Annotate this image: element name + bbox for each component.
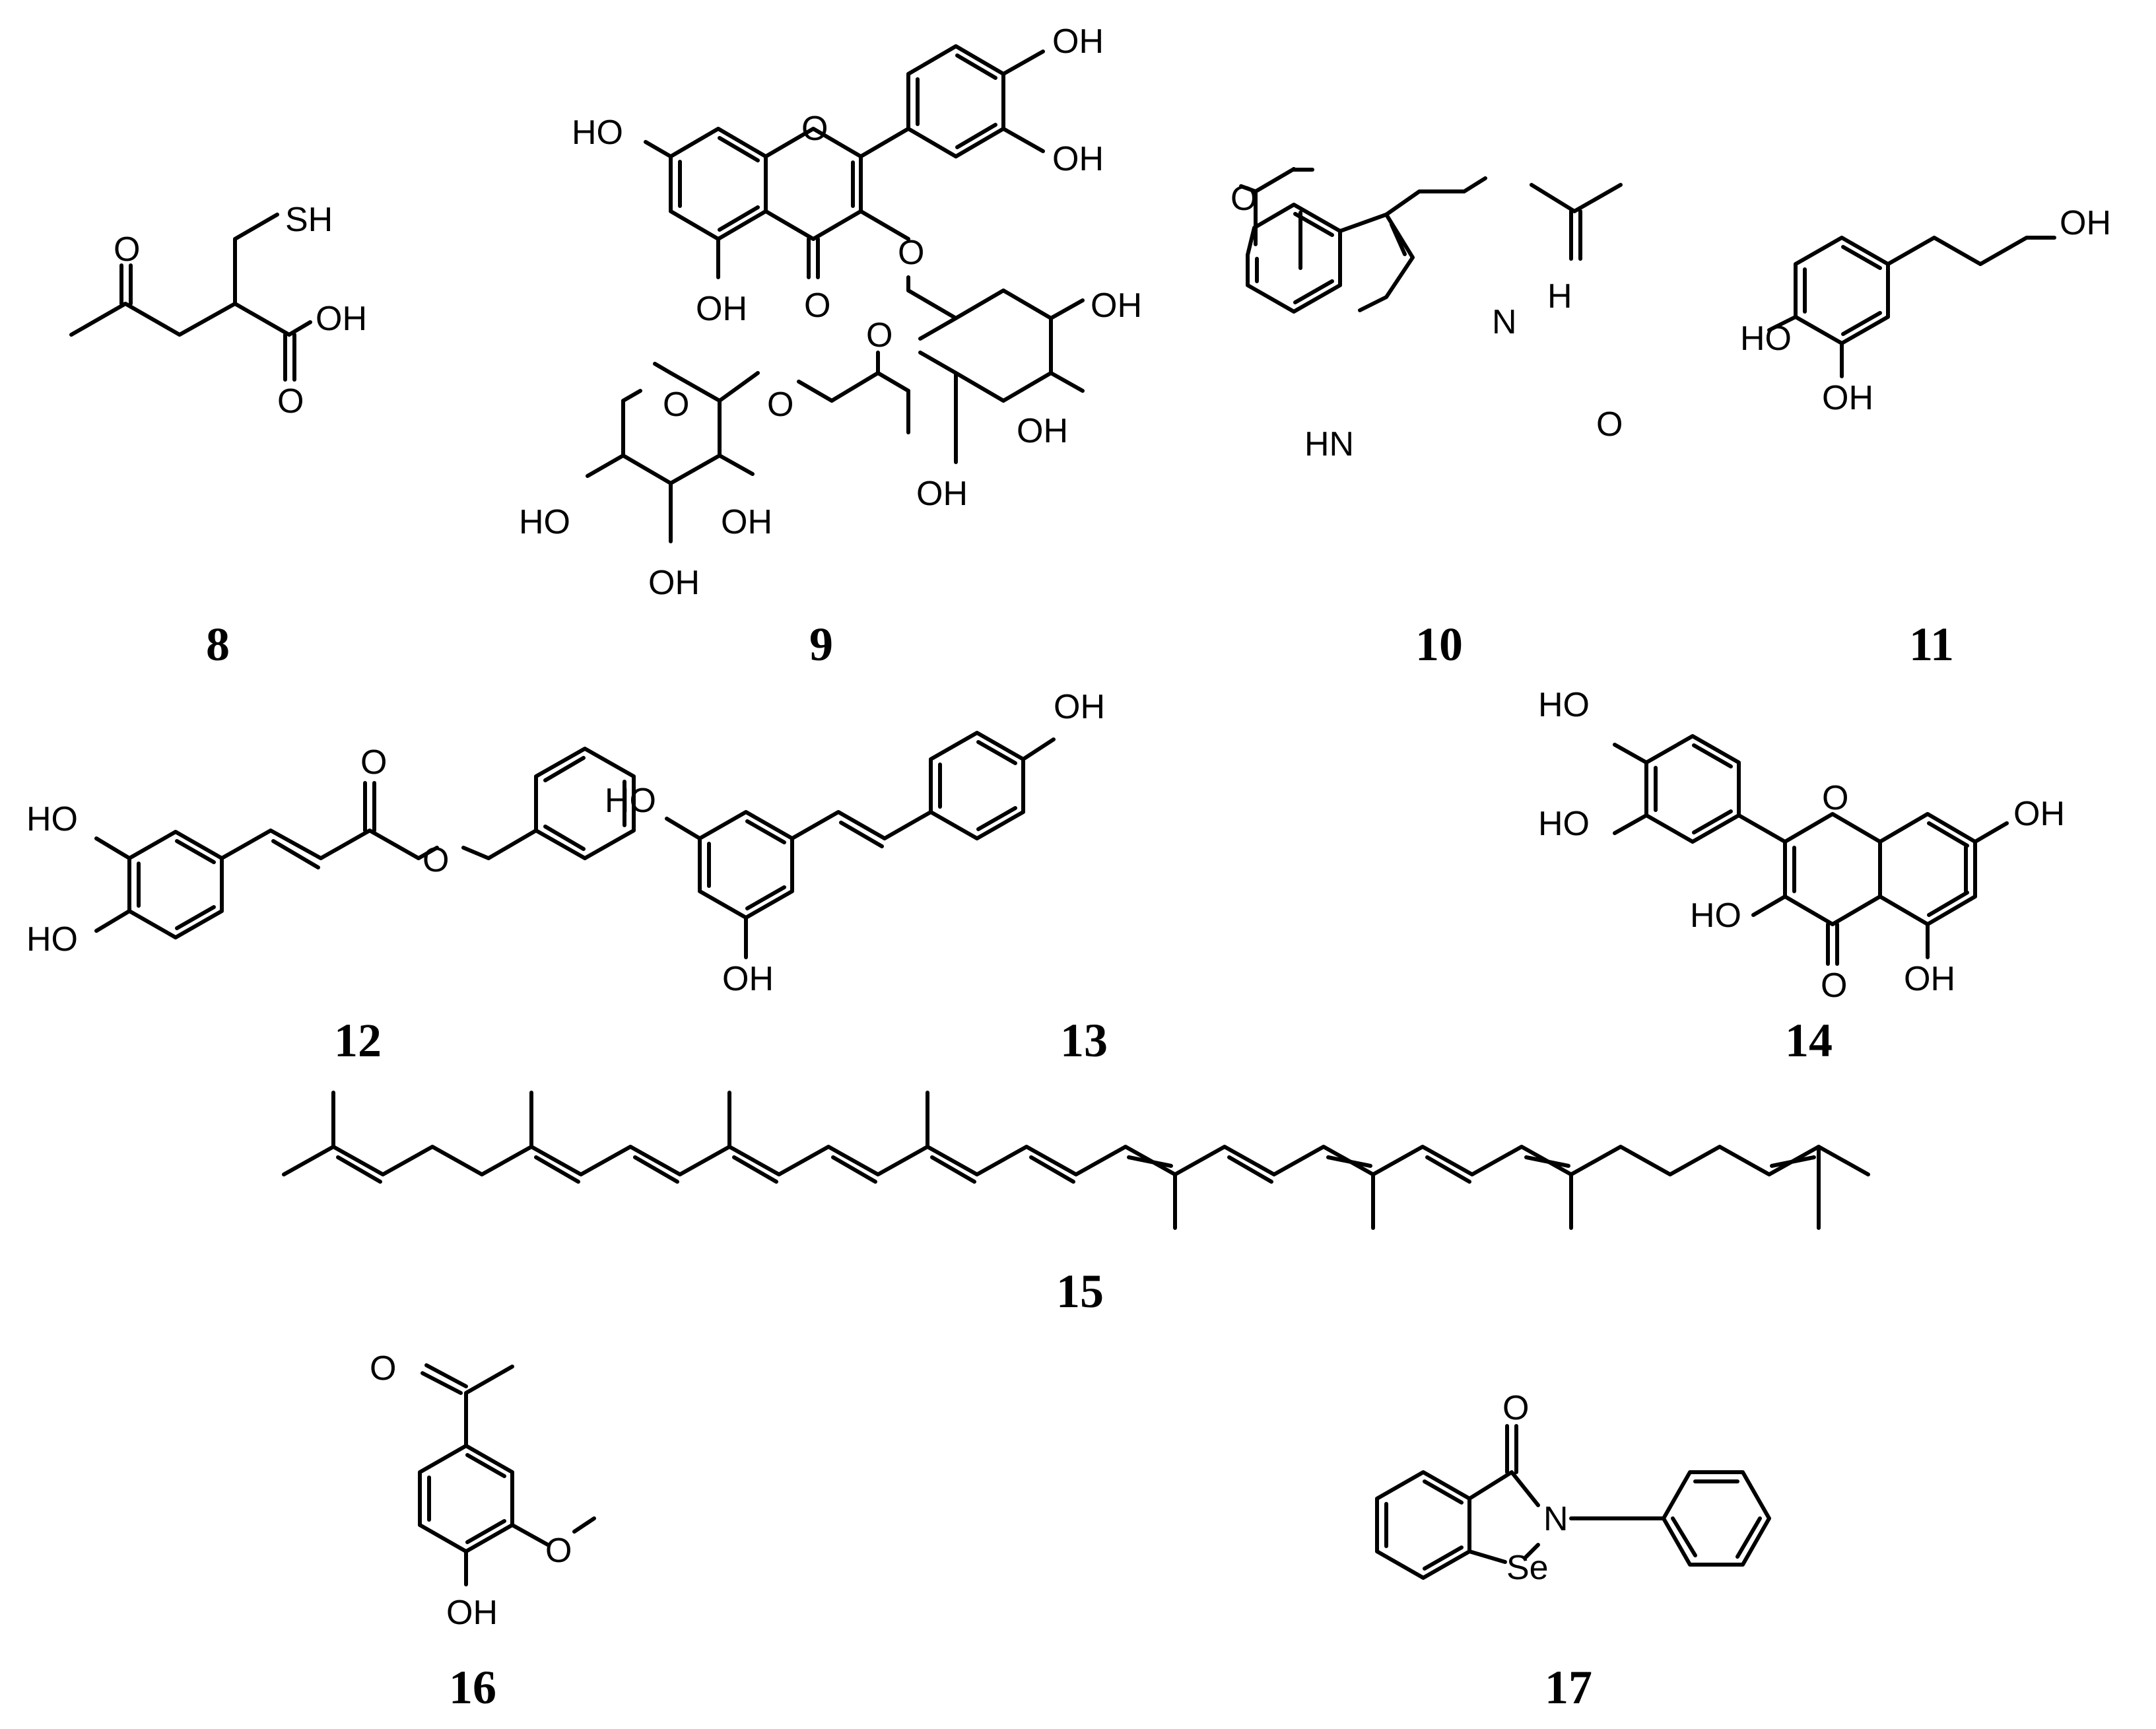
atom-label: OH [1822, 379, 1873, 417]
atom-label: O [1502, 1389, 1529, 1427]
atom-label: HO [519, 503, 570, 541]
atom-label: O [801, 110, 828, 148]
atom-label: O [866, 316, 893, 355]
atom-label: O [370, 1349, 396, 1388]
atom-label: O [1596, 405, 1623, 444]
compound-label: 10 [1415, 618, 1463, 671]
atom-label: OH [722, 960, 774, 998]
compound-label: 9 [809, 618, 833, 671]
atom-label: O [1821, 966, 1847, 1005]
atom-label: O [898, 234, 924, 272]
atom-label: O [1230, 180, 1257, 218]
atom-label: O [277, 382, 304, 421]
compound-14: HO HO O OH HO O OH 14 [1538, 686, 2065, 1067]
compound-label: 8 [206, 618, 230, 671]
atom-label: OH [1054, 688, 1105, 726]
atom-label: HO [1538, 805, 1590, 843]
compound-label: 15 [1056, 1265, 1104, 1318]
compound-label: 11 [1909, 618, 1954, 671]
atom-label: OH [2013, 795, 2065, 833]
atom-label: O [767, 386, 793, 424]
atom-label: SH [285, 201, 333, 239]
atom-label: O [422, 841, 449, 879]
atom-label: OH [1052, 22, 1104, 61]
atom-label: OH [1091, 287, 1142, 325]
atom-label: O [1822, 779, 1848, 817]
atom-label: HO [26, 920, 78, 959]
atom-label: N [1543, 1500, 1568, 1538]
atom-label: OH [1052, 140, 1104, 178]
atom-label: Se [1506, 1549, 1549, 1587]
atom-label: OH [446, 1594, 498, 1632]
compound-9: HO O OH OH OH O O O OH O O OH OH HO OH O… [519, 22, 1142, 671]
compound-11: OH HO OH 11 [1740, 204, 2111, 671]
compound-8: SH O OH O 8 [69, 201, 367, 671]
atom-label: O [114, 230, 140, 269]
atom-label: HO [605, 782, 656, 820]
atom-label: HO [1740, 320, 1792, 358]
atom-label: OH [1017, 412, 1068, 450]
atom-label: O [545, 1532, 572, 1570]
atom-label: N [1492, 303, 1517, 341]
compound-label: 16 [449, 1661, 496, 1714]
atom-label: OH [721, 503, 772, 541]
compound-label: 12 [334, 1014, 382, 1067]
atom-label: O [663, 386, 689, 424]
atom-label: HO [572, 114, 623, 152]
compound-label: 13 [1060, 1014, 1108, 1067]
atom-label: OH [2060, 204, 2111, 242]
atom-label: O [804, 287, 830, 325]
compound-13: OH HO OH 13 [605, 688, 1108, 1067]
compound-17: O N Se 17 [1375, 1389, 1771, 1714]
compound-label: 17 [1545, 1661, 1592, 1714]
atom-label: HO [26, 800, 78, 838]
compound-label: 14 [1785, 1014, 1833, 1067]
compound-16: O O OH 16 [370, 1349, 596, 1714]
atom-label: OH [1904, 960, 1955, 998]
atom-label: H [1547, 277, 1572, 316]
atom-label: OH [696, 290, 747, 328]
atom-label: OH [648, 564, 700, 602]
atom-label: OH [316, 300, 367, 338]
atom-label: O [360, 743, 387, 782]
atom-label: HN [1304, 425, 1354, 463]
compound-10: O H N HN O 10 [1230, 167, 1623, 671]
atom-label: HO [1538, 686, 1590, 724]
compound-15: 15 [282, 1091, 1870, 1318]
compound-12: HO HO O O 12 [26, 743, 636, 1067]
atom-label: HO [1690, 897, 1741, 935]
atom-label: OH [916, 475, 968, 513]
